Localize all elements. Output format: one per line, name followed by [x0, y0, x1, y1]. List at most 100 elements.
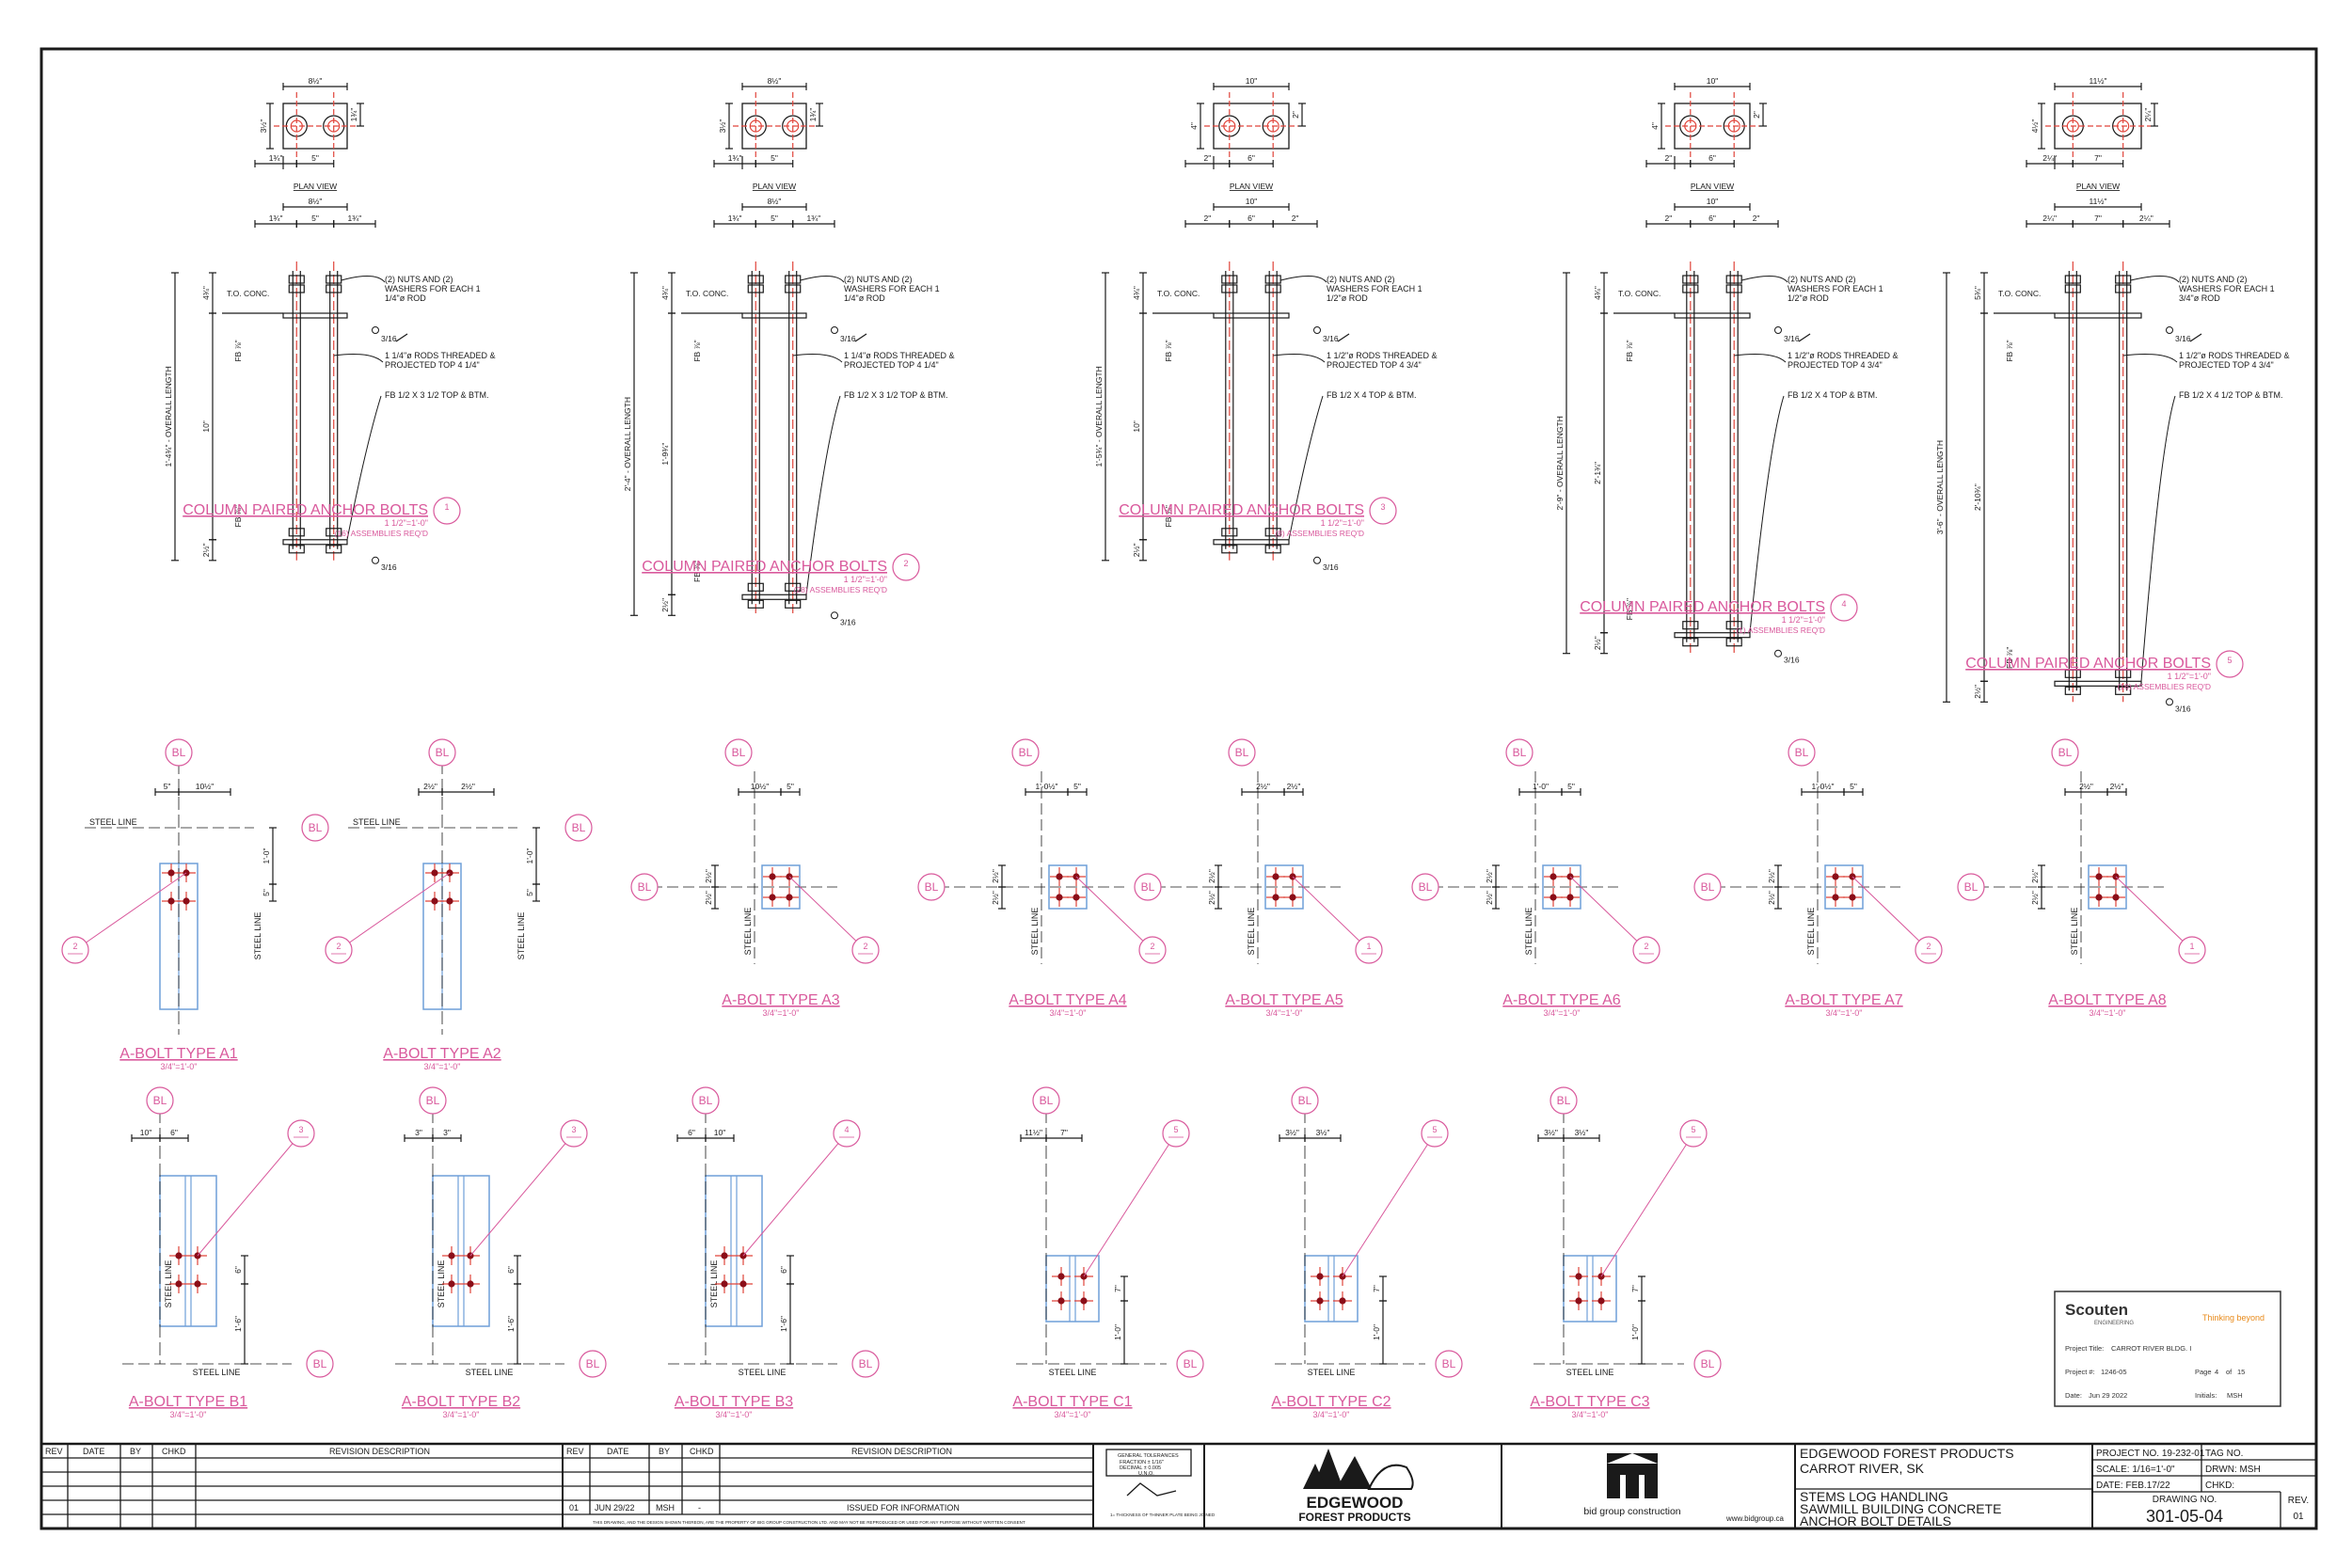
stamp-project-title-label: Project Title:	[2065, 1344, 2104, 1353]
note-plates: FB 1/2 X 3 1/2 TOP & BTM.	[385, 390, 489, 400]
weld-symbol	[372, 326, 379, 334]
note-rods: 1 1/2"ø RODS THREADED &	[2179, 351, 2290, 360]
date: DATE: FEB.17/22	[2096, 1481, 2170, 1491]
top-plate	[2054, 312, 2142, 319]
vdim-2: 2½"	[704, 891, 713, 905]
inner-length-dim: 10"	[1132, 420, 1141, 432]
steel-line-label-v: STEEL LINE	[709, 1260, 719, 1308]
weld-flag	[395, 333, 408, 342]
ref-leader	[1851, 876, 1930, 951]
grid-bl-left-circle	[1134, 873, 1162, 901]
top-washer	[2064, 284, 2081, 293]
leader-plates	[1288, 395, 1324, 540]
vdim-2: 2½"	[1485, 891, 1494, 905]
bot-nut	[288, 528, 305, 537]
stamp-company: Scouten	[2065, 1301, 2128, 1319]
weld-symbol-2	[831, 611, 838, 620]
detail-number: 2	[903, 559, 908, 568]
plan-spacing-dim: 6"	[1248, 153, 1255, 163]
weld-label-2: 3/16	[1323, 562, 1339, 572]
vdim-1: 2½"	[704, 869, 713, 883]
fb-top-label: FB ⅞"	[1625, 340, 1634, 361]
fb-top-label: FB ⅞"	[1164, 340, 1173, 361]
note-plates: FB 1/2 X 4 TOP & BTM.	[1327, 390, 1417, 400]
elev-edge-dim-2: 2"	[1753, 214, 1760, 223]
anchor-bolt	[1549, 873, 1557, 880]
top-emb-dim: 4¾"	[660, 286, 670, 300]
grid-bl-right: BL	[313, 1357, 327, 1370]
plan-edge-dim: 1¾"	[269, 153, 283, 163]
ref-number: 4	[844, 1125, 849, 1134]
bot-nut	[1682, 621, 1699, 630]
grid-bl-left-circle	[630, 873, 659, 901]
vdim-2: 2½"	[2030, 891, 2040, 905]
weld-symbol	[1313, 326, 1321, 334]
stamp-initials: MSH	[2227, 1391, 2243, 1400]
detail-scale: 1 1/2"=1'-0"	[2168, 672, 2211, 681]
plan-spacing-dim: 5"	[311, 153, 319, 163]
anchor-bolt	[786, 894, 793, 901]
fb-top-label: FB ⅞"	[692, 340, 702, 361]
plan-view-label: PLAN VIEW	[2076, 182, 2120, 191]
ref-circle	[851, 936, 880, 964]
inner-length-dim: 2'-1¾"	[1593, 462, 1602, 484]
tolerances-2: DECIMAL ± 0.005	[1120, 1465, 1161, 1471]
leader-plates	[1749, 395, 1785, 633]
steel-line-label-v: STEEL LINE	[1030, 908, 1040, 956]
anchor-bolt	[175, 1280, 183, 1288]
ref-leader	[197, 1132, 302, 1257]
ref-circle	[1138, 936, 1167, 964]
bot-nut	[1221, 528, 1238, 537]
leader-nuts	[2130, 276, 2180, 283]
plan-edge-dim: 2¼"	[2042, 153, 2057, 163]
bolt-type-title: A-BOLT TYPE C1	[1012, 1394, 1132, 1410]
contractor-name: bid group construction	[1583, 1506, 1680, 1517]
contractor-website: www.bidgroup.ca	[1725, 1514, 1784, 1523]
fb-bottom-label: FB ⅞"	[1164, 505, 1173, 527]
dim-1: 6"	[688, 1128, 695, 1137]
grid-bl-top-circle	[724, 738, 753, 767]
anchor-bolt	[1316, 1273, 1324, 1280]
dim-1: 10"	[140, 1128, 151, 1137]
ref-circle	[560, 1119, 588, 1148]
note-nuts: WASHERS FOR EACH 1	[1788, 284, 1883, 293]
dim-2: 2½"	[461, 782, 475, 791]
stamp-of: 15	[2237, 1368, 2245, 1376]
detail-number: 5	[2227, 656, 2232, 665]
plan-view-label: PLAN VIEW	[294, 182, 337, 191]
stamp-tagline: Thinking beyond	[2202, 1313, 2265, 1323]
top-nut	[1221, 275, 1238, 284]
vdim-2: 5"	[262, 889, 271, 896]
grid-bl-left: BL	[1419, 880, 1433, 894]
steel-line-label: STEEL LINE	[1049, 1368, 1097, 1377]
anchor-bolt	[739, 1280, 747, 1288]
detail-qty: (8) ASSEMBLIES REQ'D	[1275, 529, 1364, 538]
ref-leader	[1569, 876, 1647, 951]
dim-2: 7"	[1060, 1128, 1068, 1137]
top-washer	[326, 284, 342, 293]
top-nut	[747, 275, 764, 284]
steel-line-label: STEEL LINE	[739, 1368, 787, 1377]
client-name: EDGEWOOD FOREST PRODUCTS	[1800, 1446, 2014, 1461]
overall-length-dim: 2'-4" - OVERALL LENGTH	[623, 397, 632, 491]
note-nuts: (2) NUTS AND (2)	[2179, 275, 2248, 284]
bot-nut	[1725, 621, 1742, 630]
grid-bl-top: BL	[1557, 1094, 1571, 1107]
detail-scale: 1 1/2"=1'-0"	[1321, 518, 1364, 528]
plan-depth-dim: 4"	[1189, 122, 1199, 130]
top-nut	[1264, 275, 1281, 284]
anchor-bolt	[2112, 894, 2120, 901]
plan-width-dim: 8½"	[768, 76, 782, 86]
stamp-date: Jun 29 2022	[2089, 1391, 2127, 1400]
dim-1: 3½"	[1285, 1128, 1299, 1137]
weld-symbol-2	[2166, 698, 2173, 706]
grid-bl-top: BL	[2058, 746, 2073, 759]
vdim-1: 2½"	[2030, 869, 2040, 883]
tolerances-3: U.N.O.	[1138, 1471, 1154, 1477]
ref-circle	[287, 1119, 315, 1148]
leader-plates	[346, 395, 382, 540]
top-emb-dim: 4¾"	[1593, 286, 1602, 300]
